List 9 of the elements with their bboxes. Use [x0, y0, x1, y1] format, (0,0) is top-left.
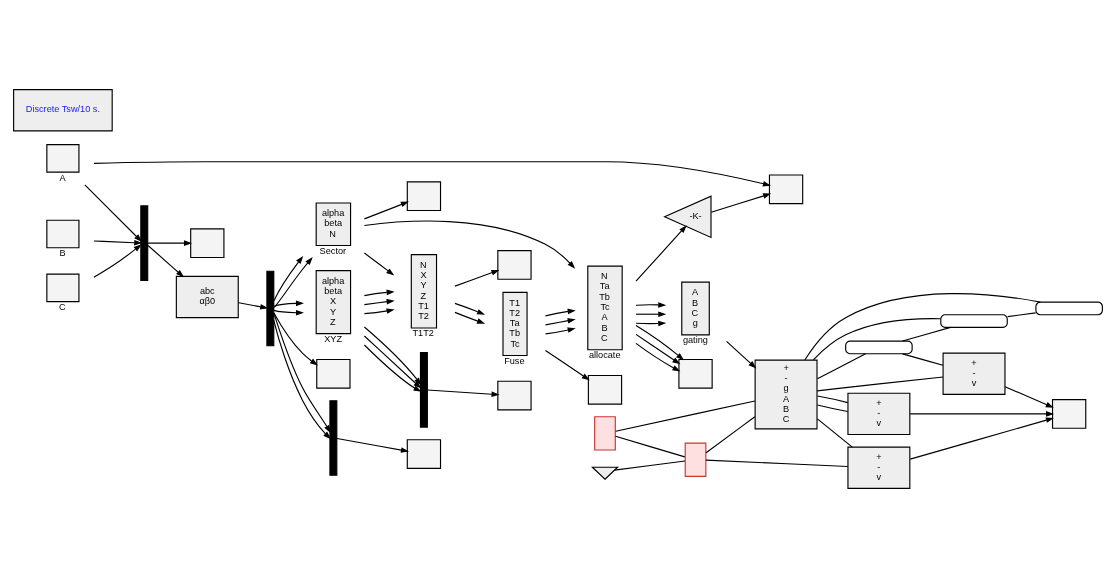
node-label: B: [59, 248, 66, 259]
node-label: gating: [682, 335, 708, 346]
node-label: allocate: [588, 350, 621, 361]
node-label: A: [59, 172, 66, 183]
node-label: T1T2: [412, 328, 434, 339]
node-label: C: [58, 302, 66, 313]
node-label: XYZ: [324, 334, 343, 345]
node-label: Fuse: [504, 355, 525, 366]
node-label: Sector: [319, 245, 347, 256]
